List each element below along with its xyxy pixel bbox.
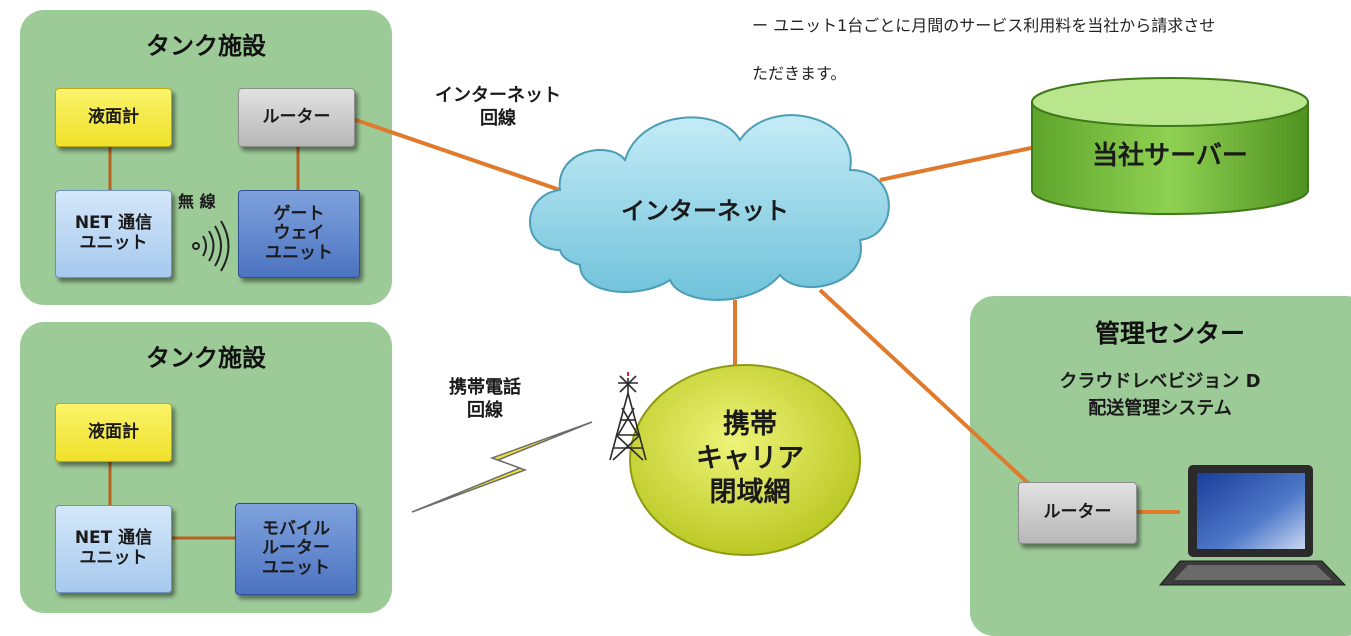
- internet-line-label: インターネット 回線: [435, 85, 561, 130]
- tank-facility-title-2: タンク施設: [146, 344, 266, 372]
- gateway-unit: ゲート ウェイ ユニット: [238, 190, 360, 278]
- management-center-title: 管理センター: [1094, 319, 1245, 348]
- mobile-line-label: 携帯電話 回線: [449, 377, 521, 422]
- notice-line-2: ただきます。: [752, 64, 847, 83]
- line-internet-server: [879, 143, 1046, 182]
- line-internet-center: [818, 288, 1032, 487]
- wireless-label: 無 線: [178, 192, 216, 211]
- carrier-network-label: 携帯 キャリア 閉域網: [696, 409, 804, 508]
- carrier-network-shape: [629, 364, 861, 556]
- lightning-icon: [411, 421, 593, 513]
- tank-facility-title-1: タンク施設: [146, 32, 266, 60]
- antenna-tower-icon: [609, 372, 647, 461]
- notice-line-1: ー ユニット1台ごとに月間のサービス利用料を当社から請求させ: [752, 16, 1216, 35]
- database-icon: [1031, 77, 1309, 215]
- level-gauge-2: 液面計: [55, 403, 172, 462]
- router-1: ルーター: [238, 88, 355, 147]
- cloud-icon: [529, 114, 890, 301]
- net-comm-unit-1: NET 通信 ユニット: [55, 190, 172, 278]
- line-router-internet: [349, 116, 561, 192]
- wireless-signal-icon: [192, 220, 230, 272]
- connection-lines: [108, 77, 1347, 586]
- notice-text: ー ユニット1台ごとに月間のサービス利用料を当社から請求させ ただきます。: [752, 0, 1215, 110]
- level-gauge-1: 液面計: [55, 88, 172, 147]
- router-center: ルーター: [1018, 482, 1137, 544]
- server-label: 当社サーバー: [1092, 141, 1248, 171]
- management-center-subtitle: クラウドレベビジョン D 配送管理システム: [1059, 371, 1261, 419]
- net-comm-unit-2: NET 通信 ユニット: [55, 505, 172, 593]
- mobile-router-unit: モバイル ルーター ユニット: [235, 503, 357, 595]
- laptop-icon: [1158, 465, 1347, 586]
- internet-label: インターネット: [621, 197, 789, 225]
